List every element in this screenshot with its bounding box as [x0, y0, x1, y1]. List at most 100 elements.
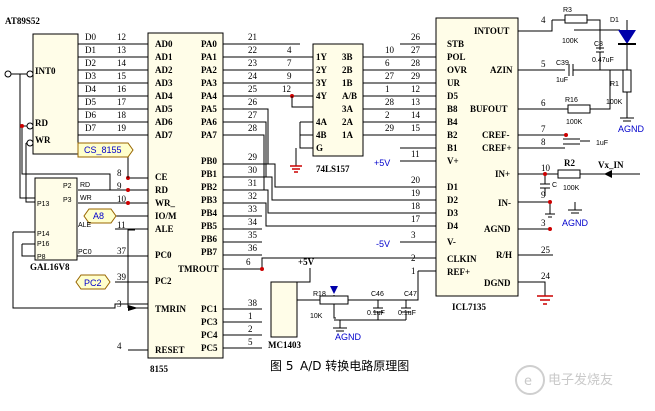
pin-num: 8 [541, 137, 546, 147]
pin-num: 11 [411, 149, 420, 159]
bus-d0: D0 [85, 32, 96, 42]
c47-label: C47 [404, 291, 417, 298]
pin-num: 38 [248, 298, 258, 308]
pin-pb3: PB3 [201, 195, 218, 205]
gal16v8-pins: P13 P2 P3 P14 P16 P8 RD WR ALE PC0 [37, 182, 92, 261]
r2-label: R2 [564, 158, 575, 168]
mc1403-label: MC1403 [268, 340, 301, 350]
mux-gnd [290, 121, 313, 167]
pin-b8: B8 [447, 104, 458, 114]
a8-tag [83, 208, 117, 224]
int0-term [4, 70, 12, 78]
pin-iom: IO/M [155, 211, 177, 221]
pin-pa3: PA3 [201, 78, 217, 88]
pin-num: 4 [541, 15, 546, 25]
pin-clkin: CLKIN [447, 254, 477, 264]
gal-pc0: PC0 [78, 249, 92, 256]
c8155-right-wires [223, 43, 262, 349]
pin-num: 24 [248, 71, 258, 81]
adc-right-wires [518, 20, 553, 296]
pin-b1: B1 [447, 143, 458, 153]
bus-pin: 16 [117, 84, 127, 94]
gal-p14: P14 [37, 231, 50, 238]
pin-num: 10 [385, 45, 395, 55]
c39-value: 1uF [556, 77, 568, 84]
figure-caption: 图 5 [270, 359, 293, 373]
pa-to-mux [262, 56, 313, 97]
pot-wiper [330, 286, 338, 294]
r16-label: R16 [565, 97, 578, 104]
pin-wr8155: WR_ [155, 198, 175, 208]
pin-pb1: PB1 [201, 169, 218, 179]
arrow [128, 305, 138, 311]
r3-label: R3 [563, 7, 572, 14]
pin-3a: 3A [342, 104, 354, 114]
pin-pa2: PA2 [201, 65, 217, 75]
pin-crefplus: CREF+ [482, 143, 512, 153]
pin-num: 24 [541, 271, 551, 281]
pin-num: 28 [385, 97, 395, 107]
bus-d4: D4 [85, 84, 96, 94]
pin-num: 1 [248, 311, 253, 321]
adc-left-wires [400, 147, 436, 272]
bus-d5: D5 [85, 97, 96, 107]
pin-rh: R/H [496, 250, 512, 260]
junction [564, 133, 568, 137]
pin-pb5: PB5 [201, 221, 218, 231]
gal-p3: P3 [63, 197, 72, 204]
pb-to-adc [262, 163, 418, 227]
pin-pa0: PA0 [201, 39, 217, 49]
wire [334, 300, 411, 321]
wire [568, 202, 582, 214]
pin-num: 29 [385, 123, 395, 133]
gal-p16: P16 [37, 241, 50, 248]
pin-agnd: AGND [484, 224, 511, 234]
text: e [524, 374, 532, 389]
pin-pa6: PA6 [201, 117, 217, 127]
pin-pc5: PC5 [201, 343, 218, 353]
pin-ad1: AD1 [155, 52, 173, 62]
pin-num: 20 [411, 175, 421, 185]
pin-num: 28 [248, 123, 258, 133]
pc2-tag-label: PC2 [84, 278, 102, 288]
pin-2a: 2A [342, 117, 354, 127]
pin-num: 27 [248, 110, 258, 120]
bus-pin: 17 [117, 97, 127, 107]
pin-g: G [316, 143, 323, 153]
pin-pb6: PB6 [201, 234, 218, 244]
at89s52-body [32, 33, 79, 155]
agnd-label-3: AGND [335, 332, 362, 342]
bus-d6: D6 [85, 110, 96, 120]
pin-1y: 1Y [316, 52, 328, 62]
pin-d3: D3 [447, 208, 458, 218]
mux-gnd-symbol [290, 165, 302, 173]
pin-dgnd: DGND [484, 278, 511, 288]
pin-num: 35 [248, 230, 258, 240]
pin-num: 25 [248, 84, 258, 94]
pin-num: 9 [541, 190, 546, 200]
pin-num: 26 [411, 32, 421, 42]
c8155-right-nums: 21 22 23 24 25 26 27 28 29 30 31 32 33 3… [246, 32, 258, 347]
pin-num: 21 [248, 32, 257, 42]
r16 [567, 104, 591, 114]
figure-title: A/D 转换电路原理图 [300, 358, 409, 373]
r18-value: 10K [310, 313, 323, 320]
cs8155-tag [77, 142, 134, 158]
pin-ad2: AD2 [155, 65, 173, 75]
pin-pc4: PC4 [201, 330, 218, 340]
pin-tmrout: TMROUT [178, 264, 219, 274]
junction [548, 200, 552, 204]
wire [596, 30, 628, 70]
pin-wr: WR [35, 135, 51, 145]
c8155-left-wires [77, 177, 148, 351]
cref-value: 1uF [596, 140, 608, 147]
pin-d4: D4 [447, 221, 458, 231]
pin-ad6: AD6 [155, 117, 173, 127]
c46-value: 0.1uF [367, 310, 385, 317]
pin-3y: 3Y [316, 78, 328, 88]
wire [553, 134, 590, 149]
pin-num: 7 [541, 124, 546, 134]
d1-label: D1 [610, 17, 619, 24]
pin-num: 31 [248, 178, 257, 188]
pin-inminus: IN- [498, 198, 511, 208]
